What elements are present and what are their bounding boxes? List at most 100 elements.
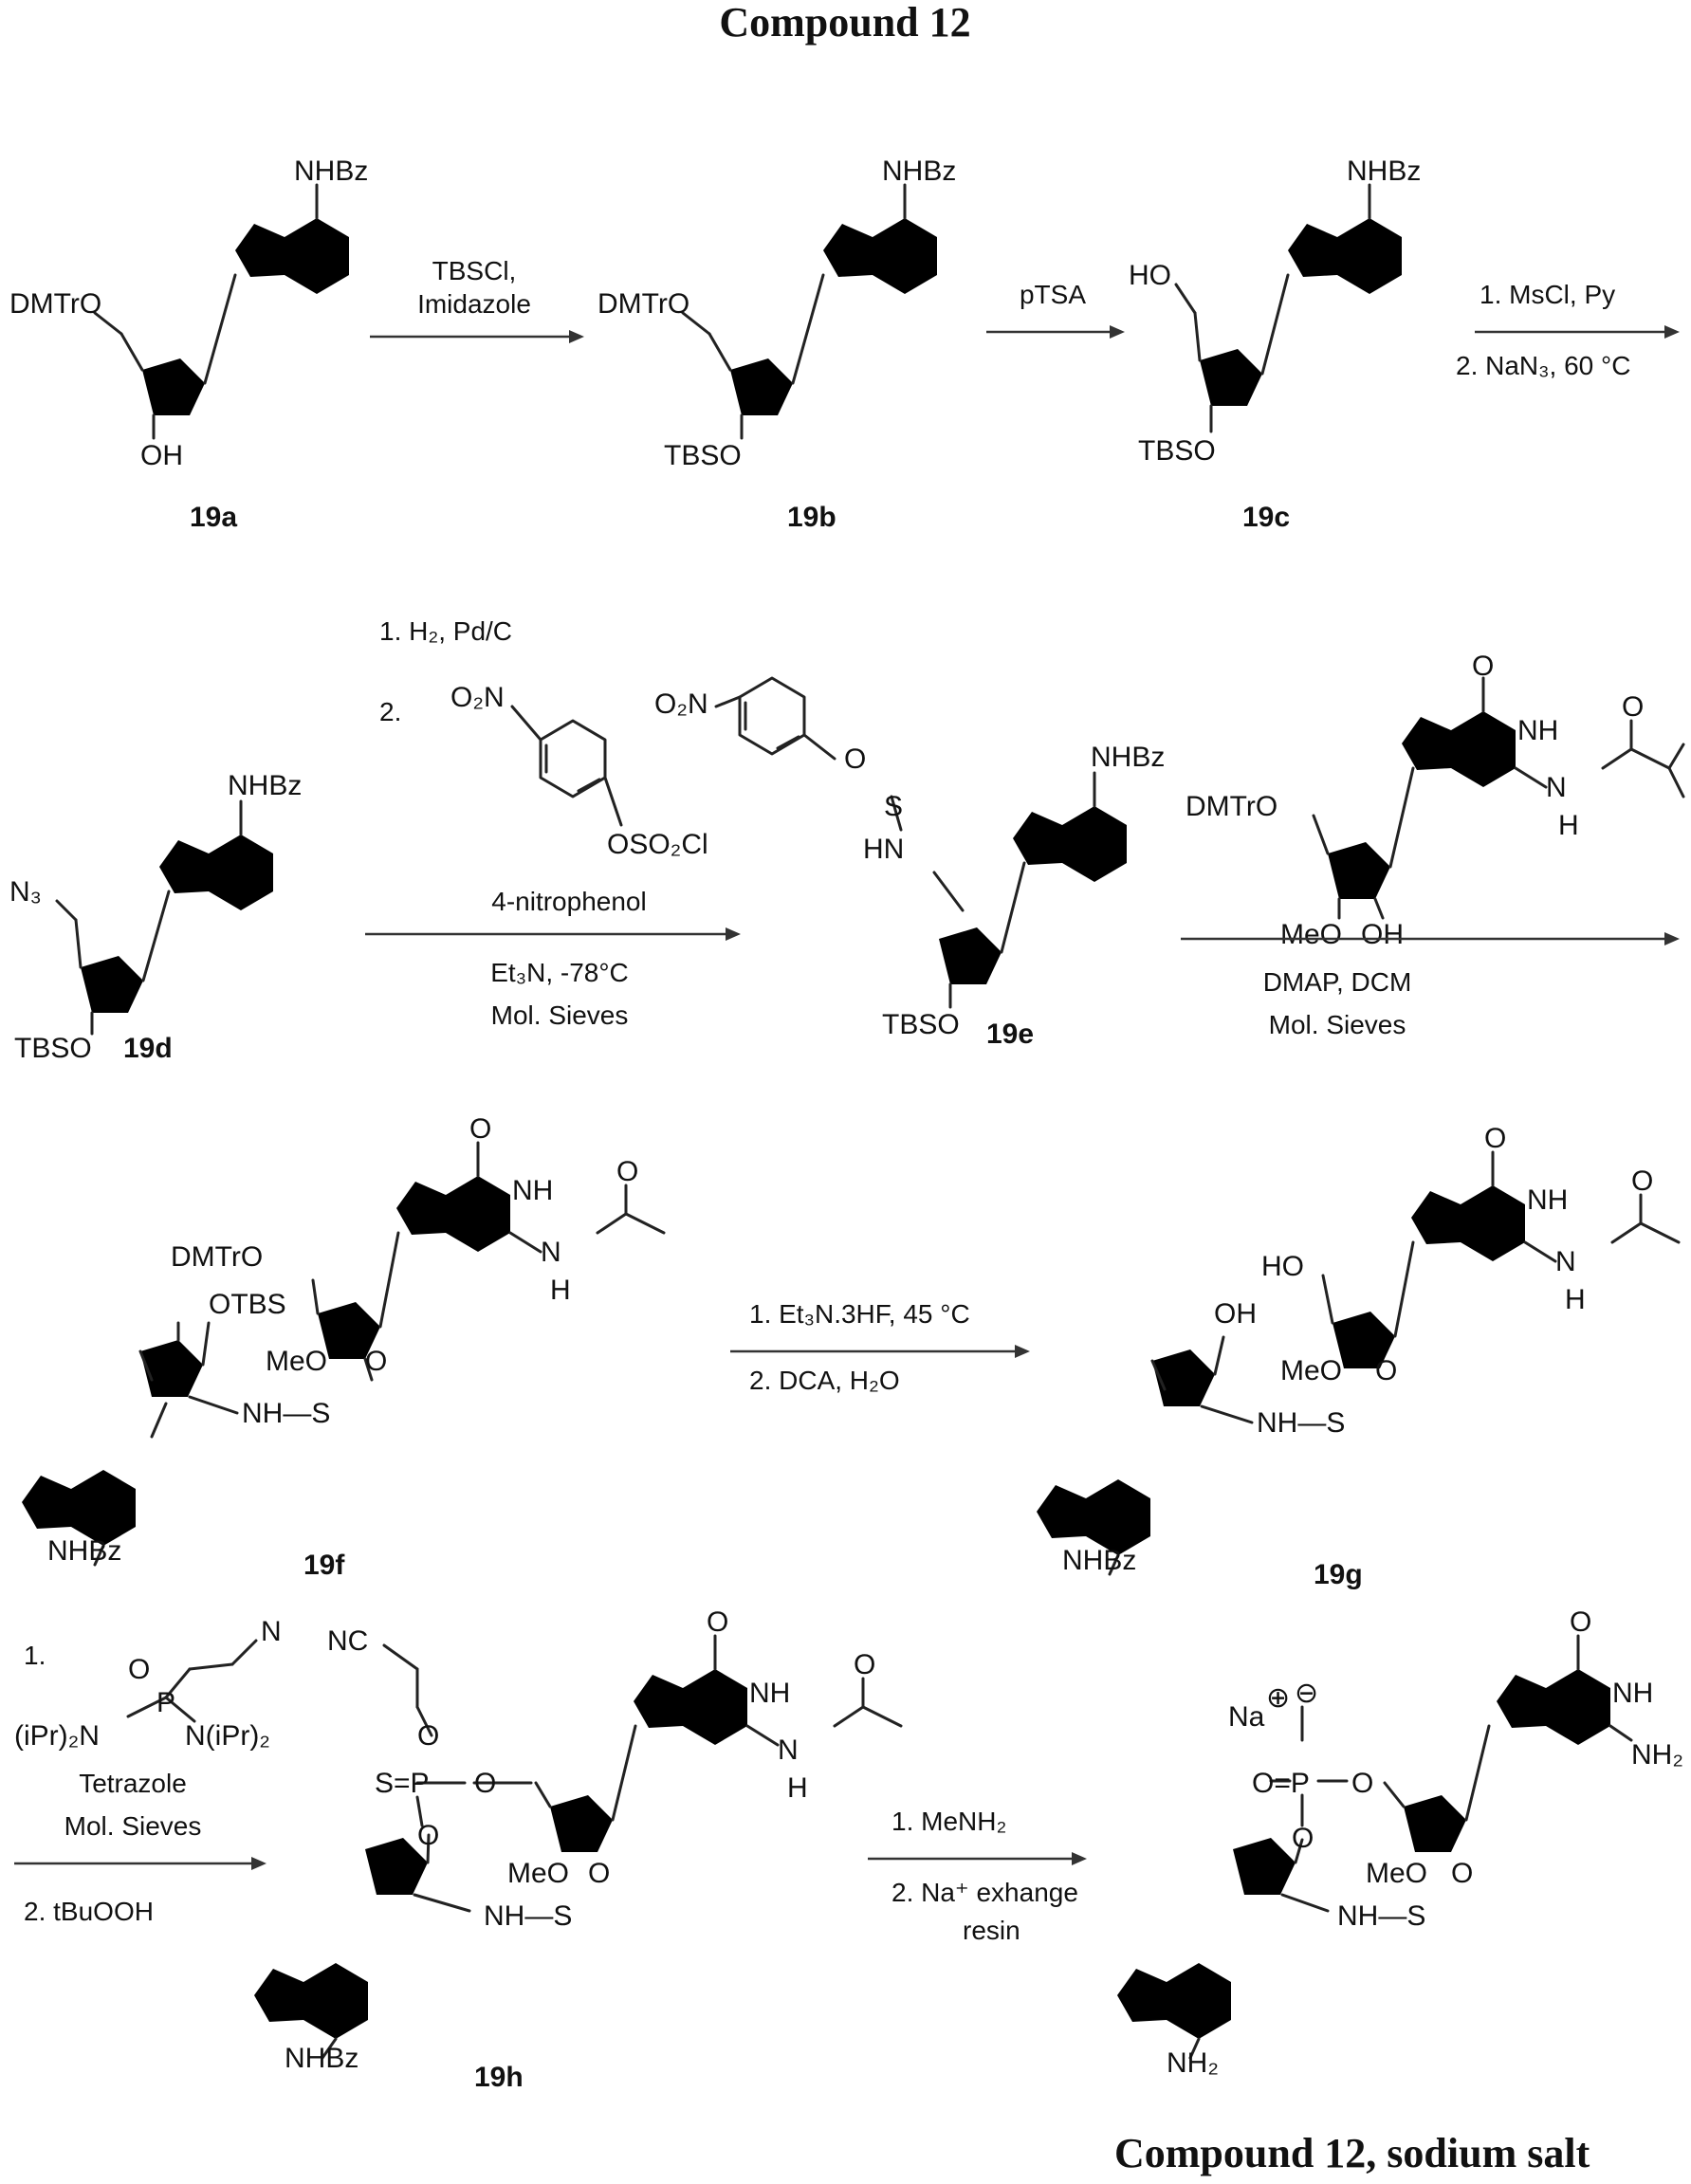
- atom-tbso-19b: TBSO: [664, 440, 742, 471]
- reagent-4-nitrophenol: 4-nitrophenol: [491, 887, 646, 916]
- reagent-mol-sieves-3: Mol. Sieves: [64, 1811, 202, 1841]
- atom-meo-19h: MeO: [507, 1858, 569, 1889]
- reagent-resin: resin: [963, 1916, 1020, 1945]
- atom-o2n-reagent: O₂N: [450, 682, 505, 713]
- atom-oh-guanosine: OH: [1361, 919, 1404, 950]
- atom-nh2-final: NH₂: [1631, 1739, 1683, 1771]
- atom-o2n-19e: O₂N: [654, 688, 708, 720]
- structure-19e: [716, 678, 1127, 1007]
- reaction-arrow-5: [1181, 932, 1680, 945]
- atom-nh-s-19g: NH—S: [1257, 1407, 1345, 1439]
- atom-n-19g: N: [1555, 1246, 1576, 1277]
- atom-otbs-19f: OTBS: [209, 1289, 286, 1320]
- atom-o-amide: O: [1622, 691, 1644, 723]
- atom-o-19h-c: O: [417, 1820, 439, 1851]
- atom-nh-s-19h: NH—S: [484, 1900, 572, 1932]
- reagent-ptsa: pTSA: [1020, 280, 1086, 309]
- atom-o-19e-a: O: [844, 743, 866, 775]
- symbol-plus: ⊕: [1266, 1682, 1290, 1714]
- atom-nh-s-final: NH—S: [1337, 1900, 1425, 1932]
- compound-label-19e: 19e: [986, 1019, 1034, 1050]
- atom-nh-final: NH: [1612, 1678, 1653, 1709]
- atom-ipr2n: (iPr)₂N: [14, 1720, 100, 1752]
- atom-meo-19f: MeO: [266, 1346, 327, 1377]
- atom-na: Na: [1228, 1701, 1265, 1733]
- atom-nhbz-19a: NHBz: [294, 156, 368, 187]
- atom-o-19f: O: [469, 1113, 491, 1145]
- reaction-arrow-3: [1475, 325, 1680, 339]
- atom-nhbz-19d: NHBz: [228, 770, 302, 801]
- reagent-step1-phos: 1.: [24, 1641, 46, 1670]
- reagent-dmap: DMAP, DCM: [1263, 967, 1412, 997]
- atom-o-guanine-final: O: [1570, 1606, 1591, 1638]
- reaction-arrow-6: [730, 1345, 1030, 1358]
- structure-nitrobenzenesulfonyl-chloride: [512, 707, 621, 825]
- compound-label-19f: 19f: [303, 1550, 345, 1581]
- atom-nhbz-19f: NHBz: [47, 1535, 121, 1567]
- atom-o-guanine: O: [1472, 651, 1494, 682]
- atom-meo-final: MeO: [1366, 1858, 1427, 1889]
- reagent-step2: 2.: [379, 697, 401, 726]
- scheme-title: Compound 12: [719, 0, 970, 46]
- atom-sp-19h: S=P: [375, 1768, 430, 1799]
- atom-o-amide-19h: O: [854, 1649, 875, 1680]
- atom-oso2cl-reagent: OSO₂Cl: [607, 829, 708, 860]
- atom-nhbz-19e: NHBz: [1091, 742, 1165, 773]
- atom-s-19e: S: [884, 791, 903, 822]
- atom-h-19f: H: [550, 1275, 571, 1306]
- reagent-menh2: 1. MeNH₂: [891, 1807, 1006, 1836]
- atom-o-amide-19f: O: [616, 1156, 638, 1187]
- atom-tbso-19e: TBSO: [882, 1009, 960, 1040]
- compound-label-19b: 19b: [787, 502, 836, 533]
- atom-h-19h: H: [787, 1772, 808, 1804]
- structure-19a: [95, 185, 349, 438]
- atom-h-19g: H: [1565, 1284, 1586, 1315]
- atom-o-amide-19g: O: [1631, 1165, 1653, 1197]
- atom-o-final-b: O: [1351, 1768, 1373, 1799]
- atom-nh-s-19f: NH—S: [242, 1398, 330, 1429]
- atom-n-19h: N: [778, 1734, 799, 1766]
- atom-oh-19g: OH: [1214, 1298, 1257, 1330]
- reagent-et3n-3hf: 1. Et₃N.3HF, 45 °C: [749, 1299, 970, 1329]
- atom-meo-19g: MeO: [1280, 1355, 1342, 1386]
- reagent-mscl: 1. MsCl, Py: [1480, 280, 1615, 309]
- atom-dmtro-19b: DMTrO: [597, 288, 689, 320]
- atom-nipr2: N(iPr)₂: [185, 1720, 270, 1752]
- compound-label-19h: 19h: [474, 2062, 524, 2093]
- reagent-tetrazole: Tetrazole: [79, 1769, 187, 1798]
- reaction-arrow-7: [14, 1857, 267, 1870]
- atom-o-guanine-19h: O: [707, 1606, 728, 1638]
- atom-nhbz-19g: NHBz: [1062, 1545, 1136, 1576]
- compound-label-19g: 19g: [1314, 1559, 1363, 1590]
- atom-oh-19a: OH: [140, 440, 183, 471]
- structure-19f: [22, 1143, 664, 1565]
- reagent-mol-sieves-2: Mol. Sieves: [1269, 1010, 1406, 1039]
- reaction-arrow-4: [365, 927, 741, 941]
- structure-19d: [57, 801, 273, 1034]
- reagent-mol-sieves-1: Mol. Sieves: [491, 1000, 629, 1030]
- structure-19h: [254, 1636, 901, 2058]
- atom-dmtro-19a: DMTrO: [9, 288, 101, 320]
- atom-o-phos: O: [128, 1654, 150, 1685]
- atom-o-ring-final: O: [1451, 1858, 1473, 1889]
- reagent-dca: 2. DCA, H₂O: [749, 1366, 900, 1395]
- atom-nh-guanine: NH: [1517, 715, 1558, 746]
- product-title: Compound 12, sodium salt: [1114, 2130, 1590, 2176]
- structure-compound-12-sodium-salt: [1117, 1636, 1631, 2058]
- atom-tbso-19d: TBSO: [14, 1033, 92, 1064]
- atom-n-guanine: N: [1546, 772, 1567, 803]
- structure-19g: [1037, 1152, 1679, 1574]
- reagent-na-exchange: 2. Na⁺ exhange: [891, 1878, 1078, 1907]
- atom-nhbz-19c: NHBz: [1347, 156, 1421, 187]
- atom-ho-19c: HO: [1129, 260, 1171, 291]
- reagent-imidazole: Imidazole: [417, 289, 531, 319]
- reagent-tbuooh: 2. tBuOOH: [24, 1897, 154, 1926]
- atom-n3-19d: N₃: [9, 876, 42, 908]
- atom-ho-19g: HO: [1261, 1251, 1304, 1282]
- atom-nh2-adenine-final: NH₂: [1167, 2047, 1219, 2079]
- atom-op-final: O=P: [1252, 1768, 1310, 1799]
- reaction-arrow-2: [986, 325, 1125, 339]
- atom-o-19h-a: O: [417, 1720, 439, 1752]
- atom-dmtro-19f: DMTrO: [171, 1241, 263, 1273]
